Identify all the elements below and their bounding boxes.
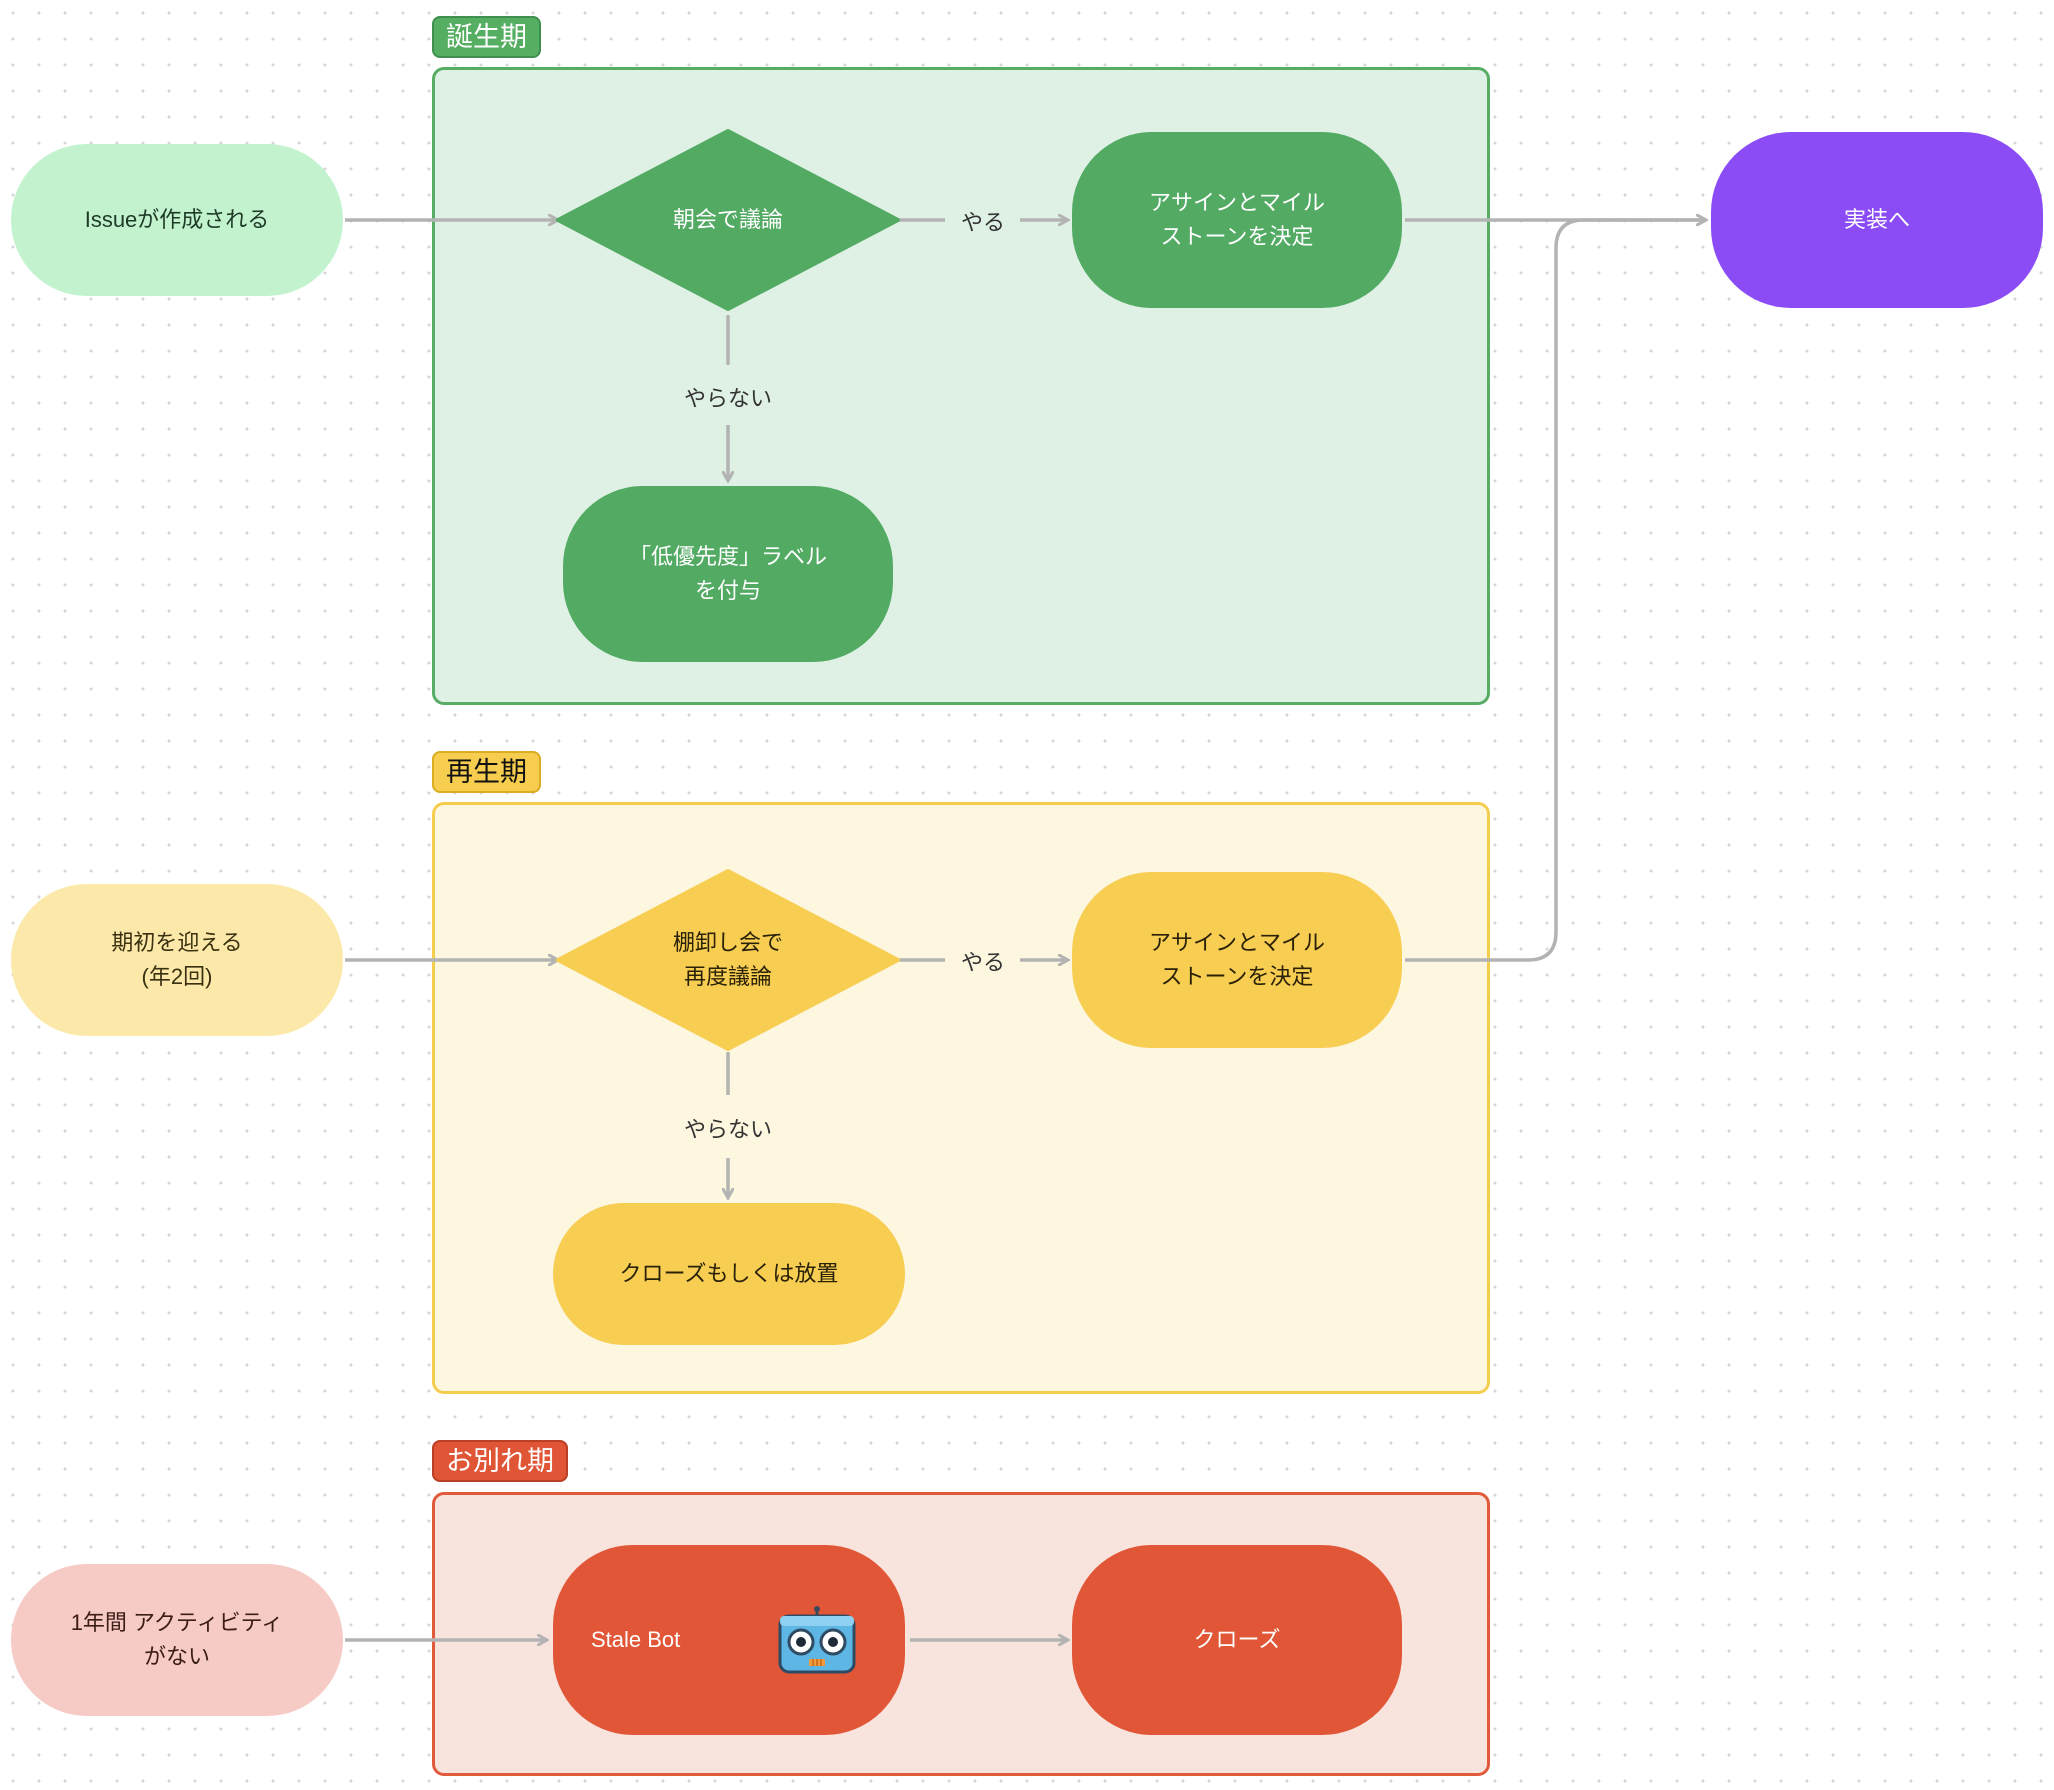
edge-label-birth-yes: やる — [960, 210, 1005, 235]
edge-label-birth-no: やらない — [683, 386, 772, 411]
node-no-activity[interactable]: 1年間 アクティビティ がない — [11, 1564, 343, 1716]
edge-label-rebirth-no: やらない — [683, 1117, 772, 1142]
node-assign-milestone-2[interactable]: アサインとマイル ストーンを決定 — [1072, 872, 1402, 1048]
node-inventory-meeting[interactable]: 棚卸し会で 再度議論 — [672, 930, 783, 989]
stale-bot-label: Stale Bot — [591, 1627, 681, 1652]
node-implementation[interactable]: 実装へ — [1711, 132, 2043, 308]
node-assign-milestone-1[interactable]: アサインとマイル ストーンを決定 — [1072, 132, 1402, 308]
edge-label-rebirth-yes: やる — [960, 950, 1005, 975]
node-morning-meeting[interactable]: 朝会で議論 — [672, 207, 783, 232]
section-label-farewell: お別れ期 — [432, 1440, 568, 1482]
node-low-priority-label[interactable]: 「低優先度」ラベル を付与 — [563, 486, 893, 662]
section-label-birth: 誕生期 — [432, 16, 541, 58]
robot-icon — [776, 1606, 858, 1676]
node-close[interactable]: クローズ — [1072, 1545, 1402, 1735]
node-term-start[interactable]: 期初を迎える (年2回) — [11, 884, 343, 1036]
node-issue-created[interactable]: Issueが作成される — [11, 144, 343, 296]
section-label-rebirth: 再生期 — [432, 751, 541, 793]
node-close-or-leave[interactable]: クローズもしくは放置 — [553, 1203, 905, 1345]
